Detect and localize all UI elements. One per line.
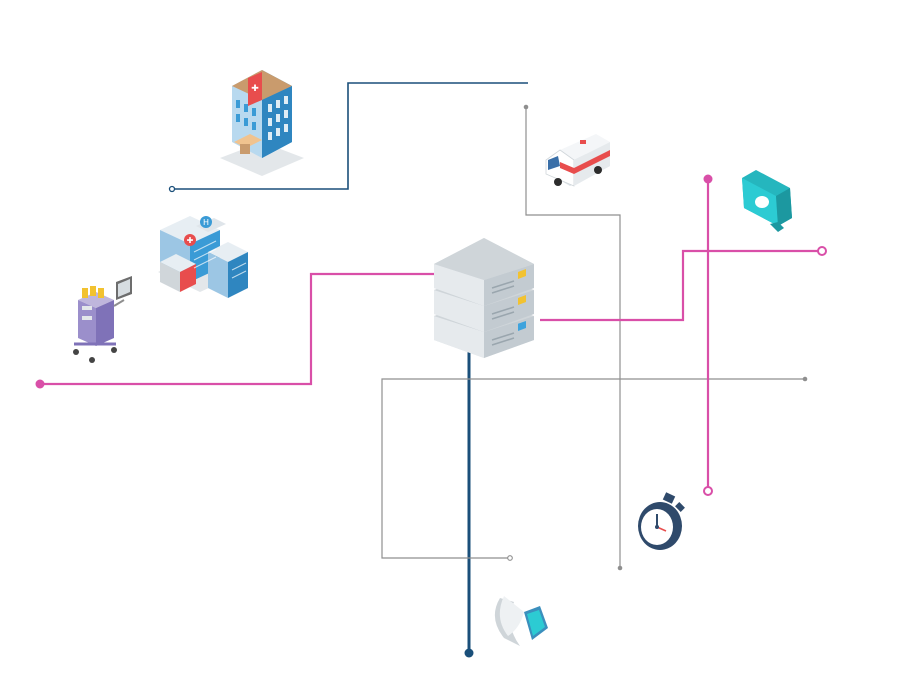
- hospital-building-icon: ✚: [220, 70, 304, 176]
- connector-gray-loop: [381, 378, 805, 559]
- connector-end-dot: [168, 185, 176, 193]
- hospital-complex-icon: H ✚: [158, 216, 248, 298]
- connector-end-dot: [523, 104, 529, 110]
- connector-end-dot: [617, 565, 623, 571]
- connector-magenta-right: [540, 249, 820, 322]
- connector-gray-ambulance: [525, 107, 621, 568]
- connector-navy-hospital: [172, 82, 528, 190]
- stopwatch-icon: [638, 492, 685, 550]
- smartwatch-icon: [494, 596, 548, 646]
- connector-magenta-left: [40, 272, 434, 386]
- connector-end-dot: [35, 379, 45, 389]
- wearable-sensor-icon: [742, 170, 792, 232]
- svg-text:✚: ✚: [187, 236, 194, 245]
- connector-end-dot: [703, 486, 713, 496]
- svg-text:✚: ✚: [251, 84, 259, 94]
- connection-lines: [35, 82, 827, 658]
- svg-text:H: H: [203, 218, 209, 227]
- connector-end-dot: [817, 246, 827, 256]
- ambulance-icon: [545, 134, 610, 187]
- connector-end-dot: [464, 648, 474, 658]
- connector-end-dot: [802, 376, 808, 382]
- connector-end-dot: [703, 174, 713, 184]
- server-rack-icon: [434, 238, 534, 358]
- connector-end-dot: [507, 555, 513, 561]
- medical-equipment-cart-icon: [73, 276, 132, 363]
